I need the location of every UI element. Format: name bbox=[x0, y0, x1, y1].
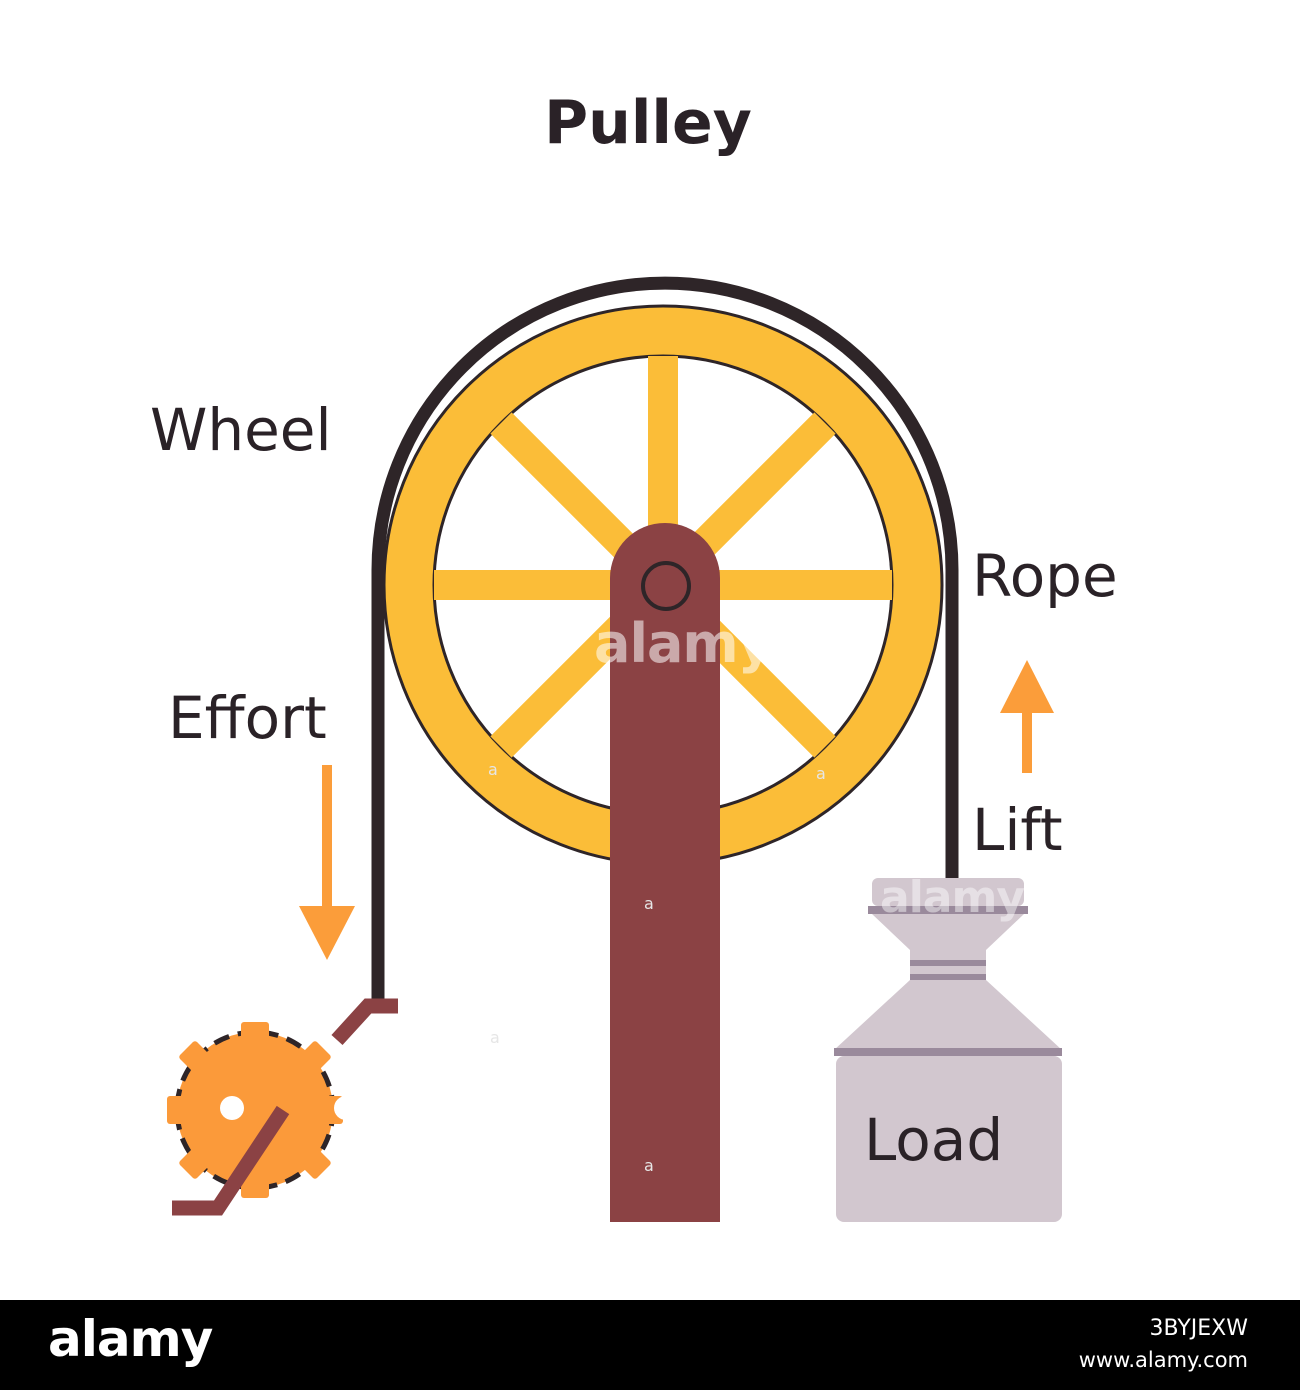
lift-label: Lift bbox=[972, 796, 1063, 864]
watermark-mark: a bbox=[644, 1156, 654, 1175]
support-post-icon bbox=[610, 523, 720, 1222]
effort-label: Effort bbox=[168, 684, 327, 752]
watermark-mark: a bbox=[816, 764, 826, 783]
wheel-label: Wheel bbox=[150, 396, 332, 464]
rope-label: Rope bbox=[972, 542, 1118, 610]
gear-winch-icon bbox=[167, 1022, 358, 1198]
watermark-mark: a bbox=[490, 1028, 500, 1047]
watermark-mark: a bbox=[644, 894, 654, 913]
stock-footer: alamy 3BYJEXW www.alamy.com bbox=[0, 1300, 1300, 1390]
footer-image-code: 3BYJEXW bbox=[1149, 1316, 1248, 1341]
footer-brand: alamy bbox=[48, 1310, 213, 1368]
crank-handle-icon bbox=[172, 998, 398, 1216]
footer-url: www.alamy.com bbox=[1078, 1348, 1248, 1372]
load-weight-icon bbox=[834, 878, 1062, 1222]
watermark-logo: alamy bbox=[880, 872, 1025, 923]
watermark-logo: alamy bbox=[594, 612, 773, 675]
pulley-diagram bbox=[167, 276, 1062, 1222]
arrow-up-icon bbox=[1000, 660, 1054, 773]
load-label: Load bbox=[864, 1106, 1004, 1174]
rope bbox=[371, 276, 959, 1010]
watermark-mark: a bbox=[488, 760, 498, 779]
arrow-down-icon bbox=[299, 765, 355, 960]
diagram-title: Pulley bbox=[544, 88, 752, 158]
